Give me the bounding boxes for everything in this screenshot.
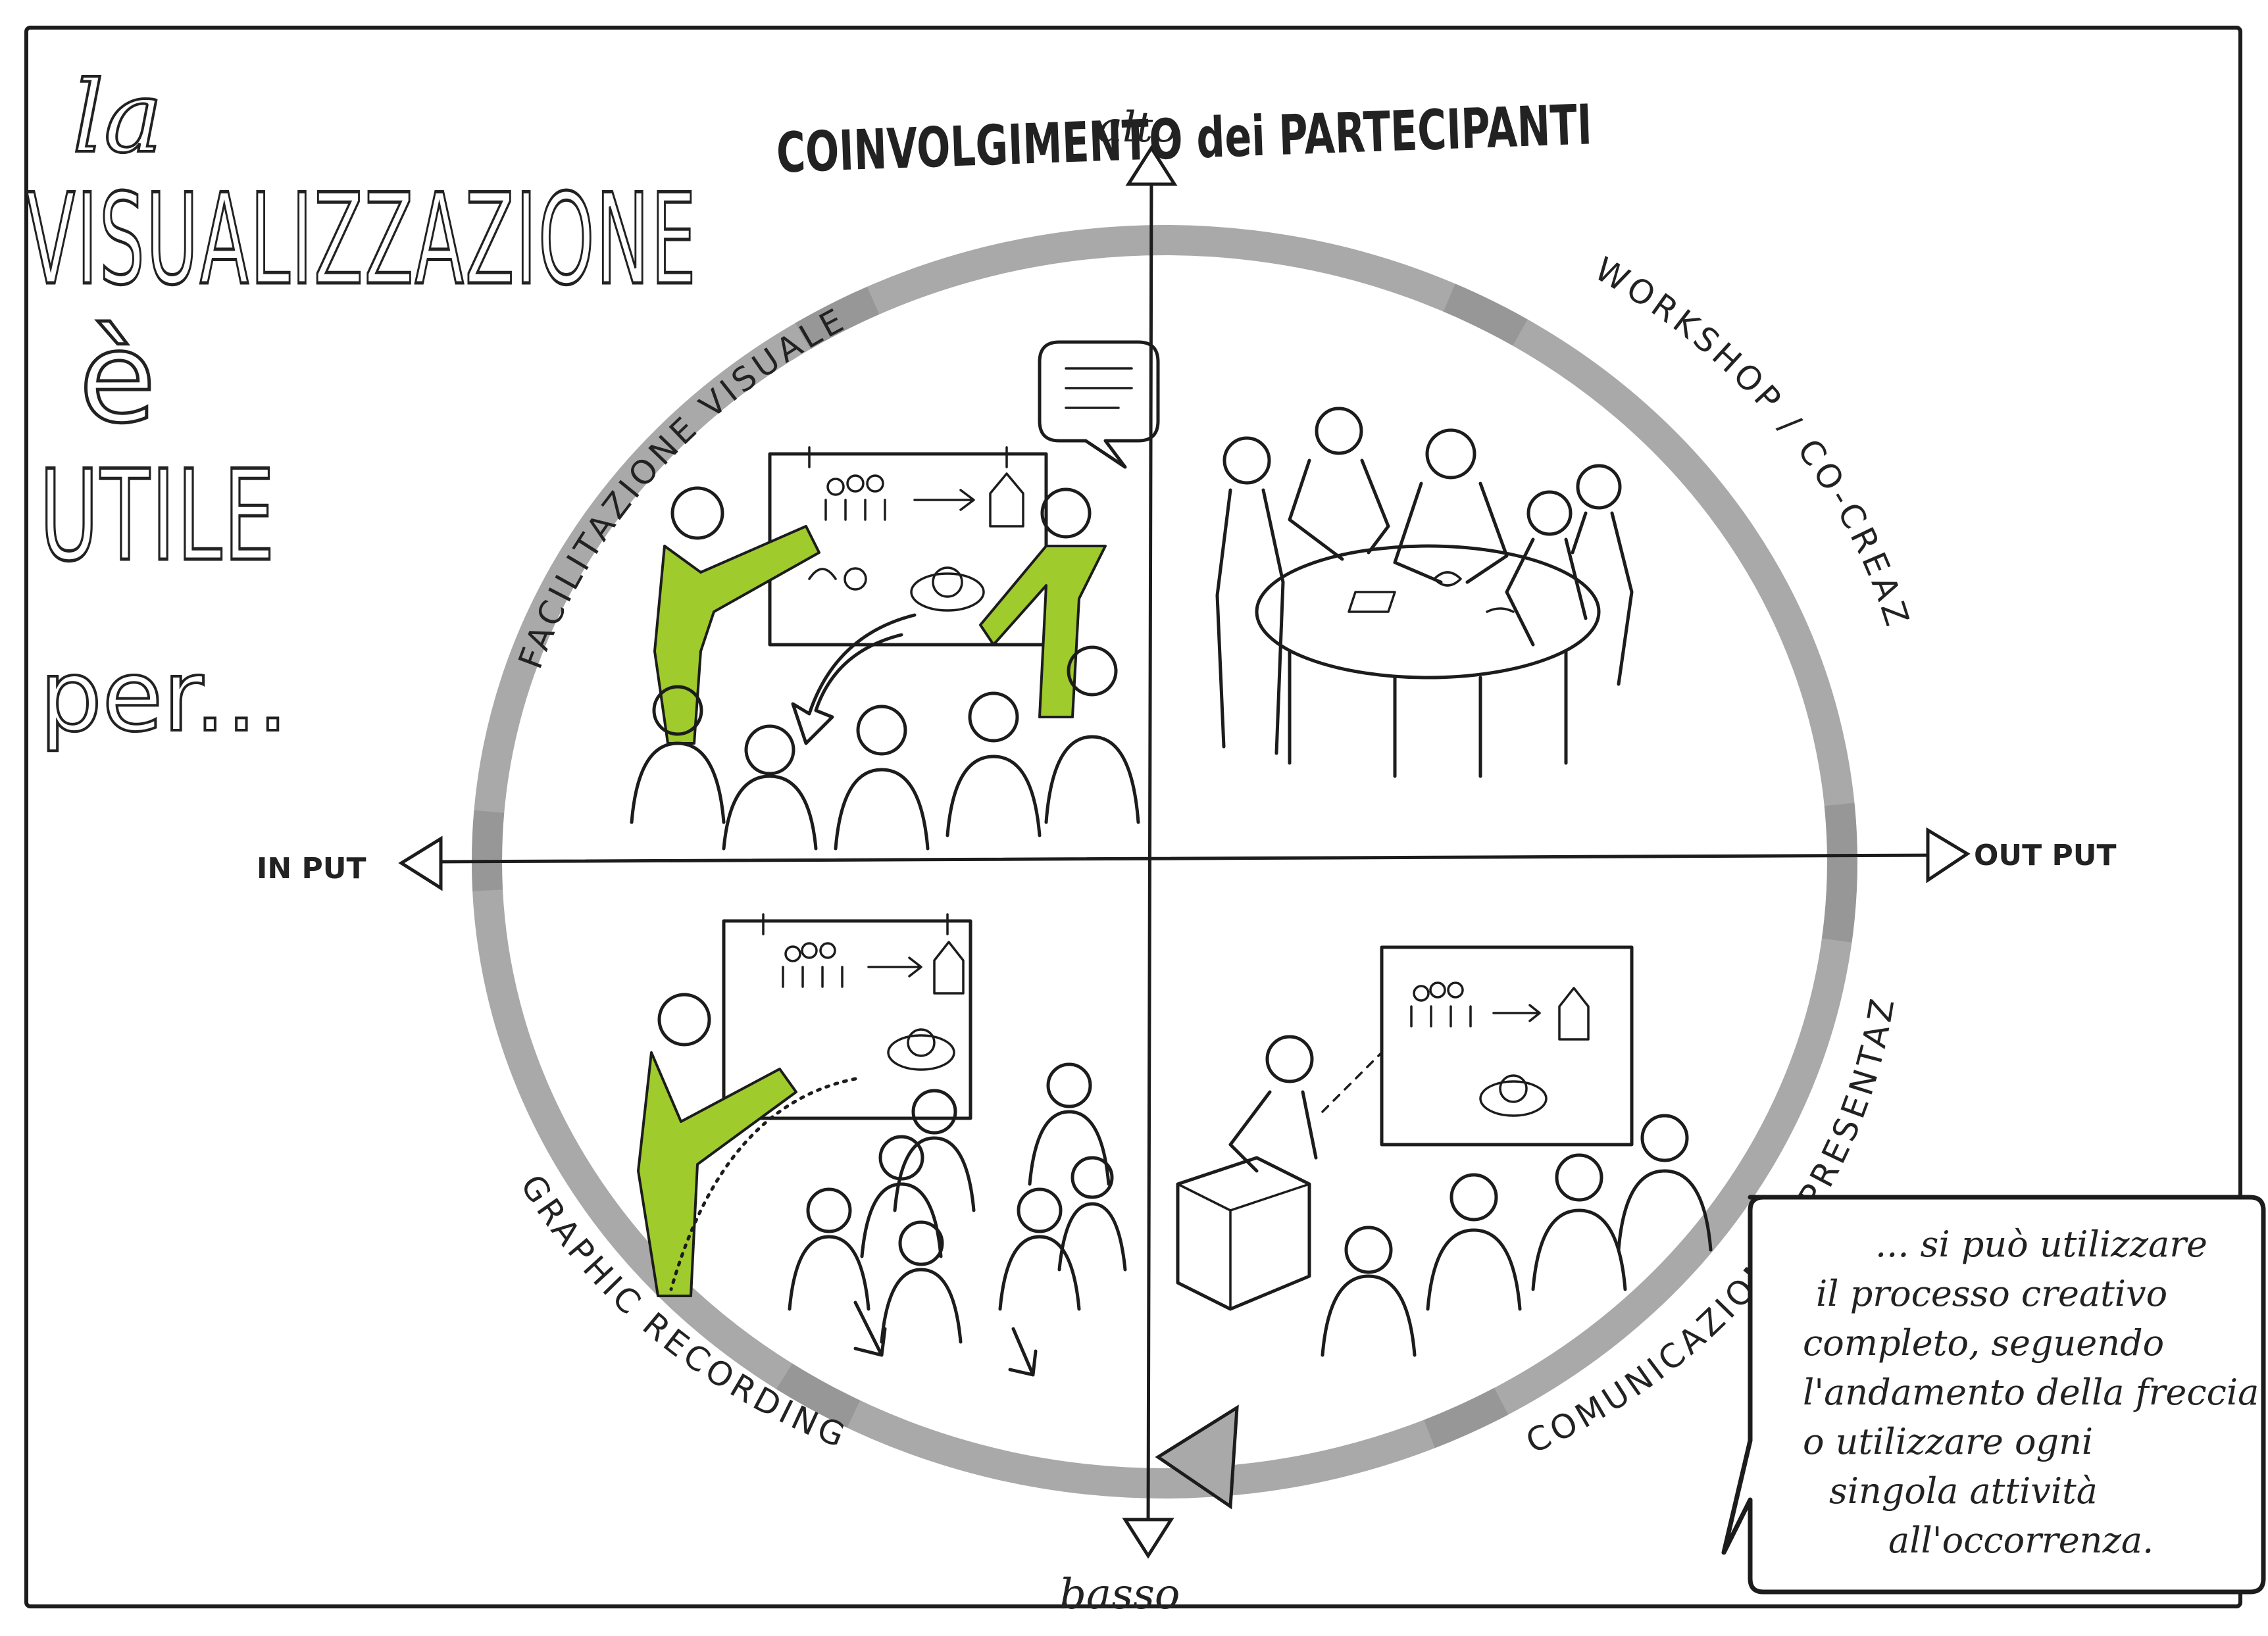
quadrant-label-workshop: WORKSHOP / CO-CREAZIONE [0,0,1917,634]
note-box: ... si può utilizzare il processo creati… [1721,1195,2266,1595]
note-line-1: ... si può utilizzare [1875,1224,2207,1265]
title-block: la VISUALIZZAZIONE è UTILE per... [25,59,697,755]
illustration-graphic-recording [637,913,1127,1377]
title-line-e: è [79,305,159,451]
illustration-comunicazione [1176,945,1713,1357]
axis-label-bottom: basso [1059,1570,1180,1619]
axis-label-top: alto [1097,103,1178,152]
page-frame [24,26,2242,1608]
note-line-6: singola attività [1829,1470,2098,1512]
illustration-workshop [1215,407,1634,778]
note-line-2: il processo creativo [1816,1273,2167,1314]
arrow-left-icon [398,835,443,891]
arrow-up-icon [1125,145,1178,186]
axes [398,145,1971,1559]
illustration-facilitazione [630,340,1160,851]
title-line-visualizzazione: VISUALIZZAZIONE [26,167,697,312]
speech-bubble-icon [1038,340,1160,469]
arrow-right-icon [1926,827,1971,883]
note-line-7: all'occorrenza. [1888,1520,2154,1561]
arrow-down-icon [1122,1518,1174,1559]
note-line-4: l'andamento della freccia [1803,1372,2259,1413]
title-line-utile: UTILE [39,443,276,589]
note-line-5: o utilizzare ogni [1803,1421,2093,1462]
ring-arrowhead [1155,1404,1239,1510]
axis-label-right: OUT PUT [1974,839,2116,872]
axis-label-left: IN PUT [257,852,366,885]
note-line-3: completo, seguendo [1803,1322,2164,1364]
title-line-la: la [72,61,163,175]
title-line-per: per... [39,639,288,754]
heading: COINVOLGIMENTO dei PARTECIPANTI [775,92,1593,185]
